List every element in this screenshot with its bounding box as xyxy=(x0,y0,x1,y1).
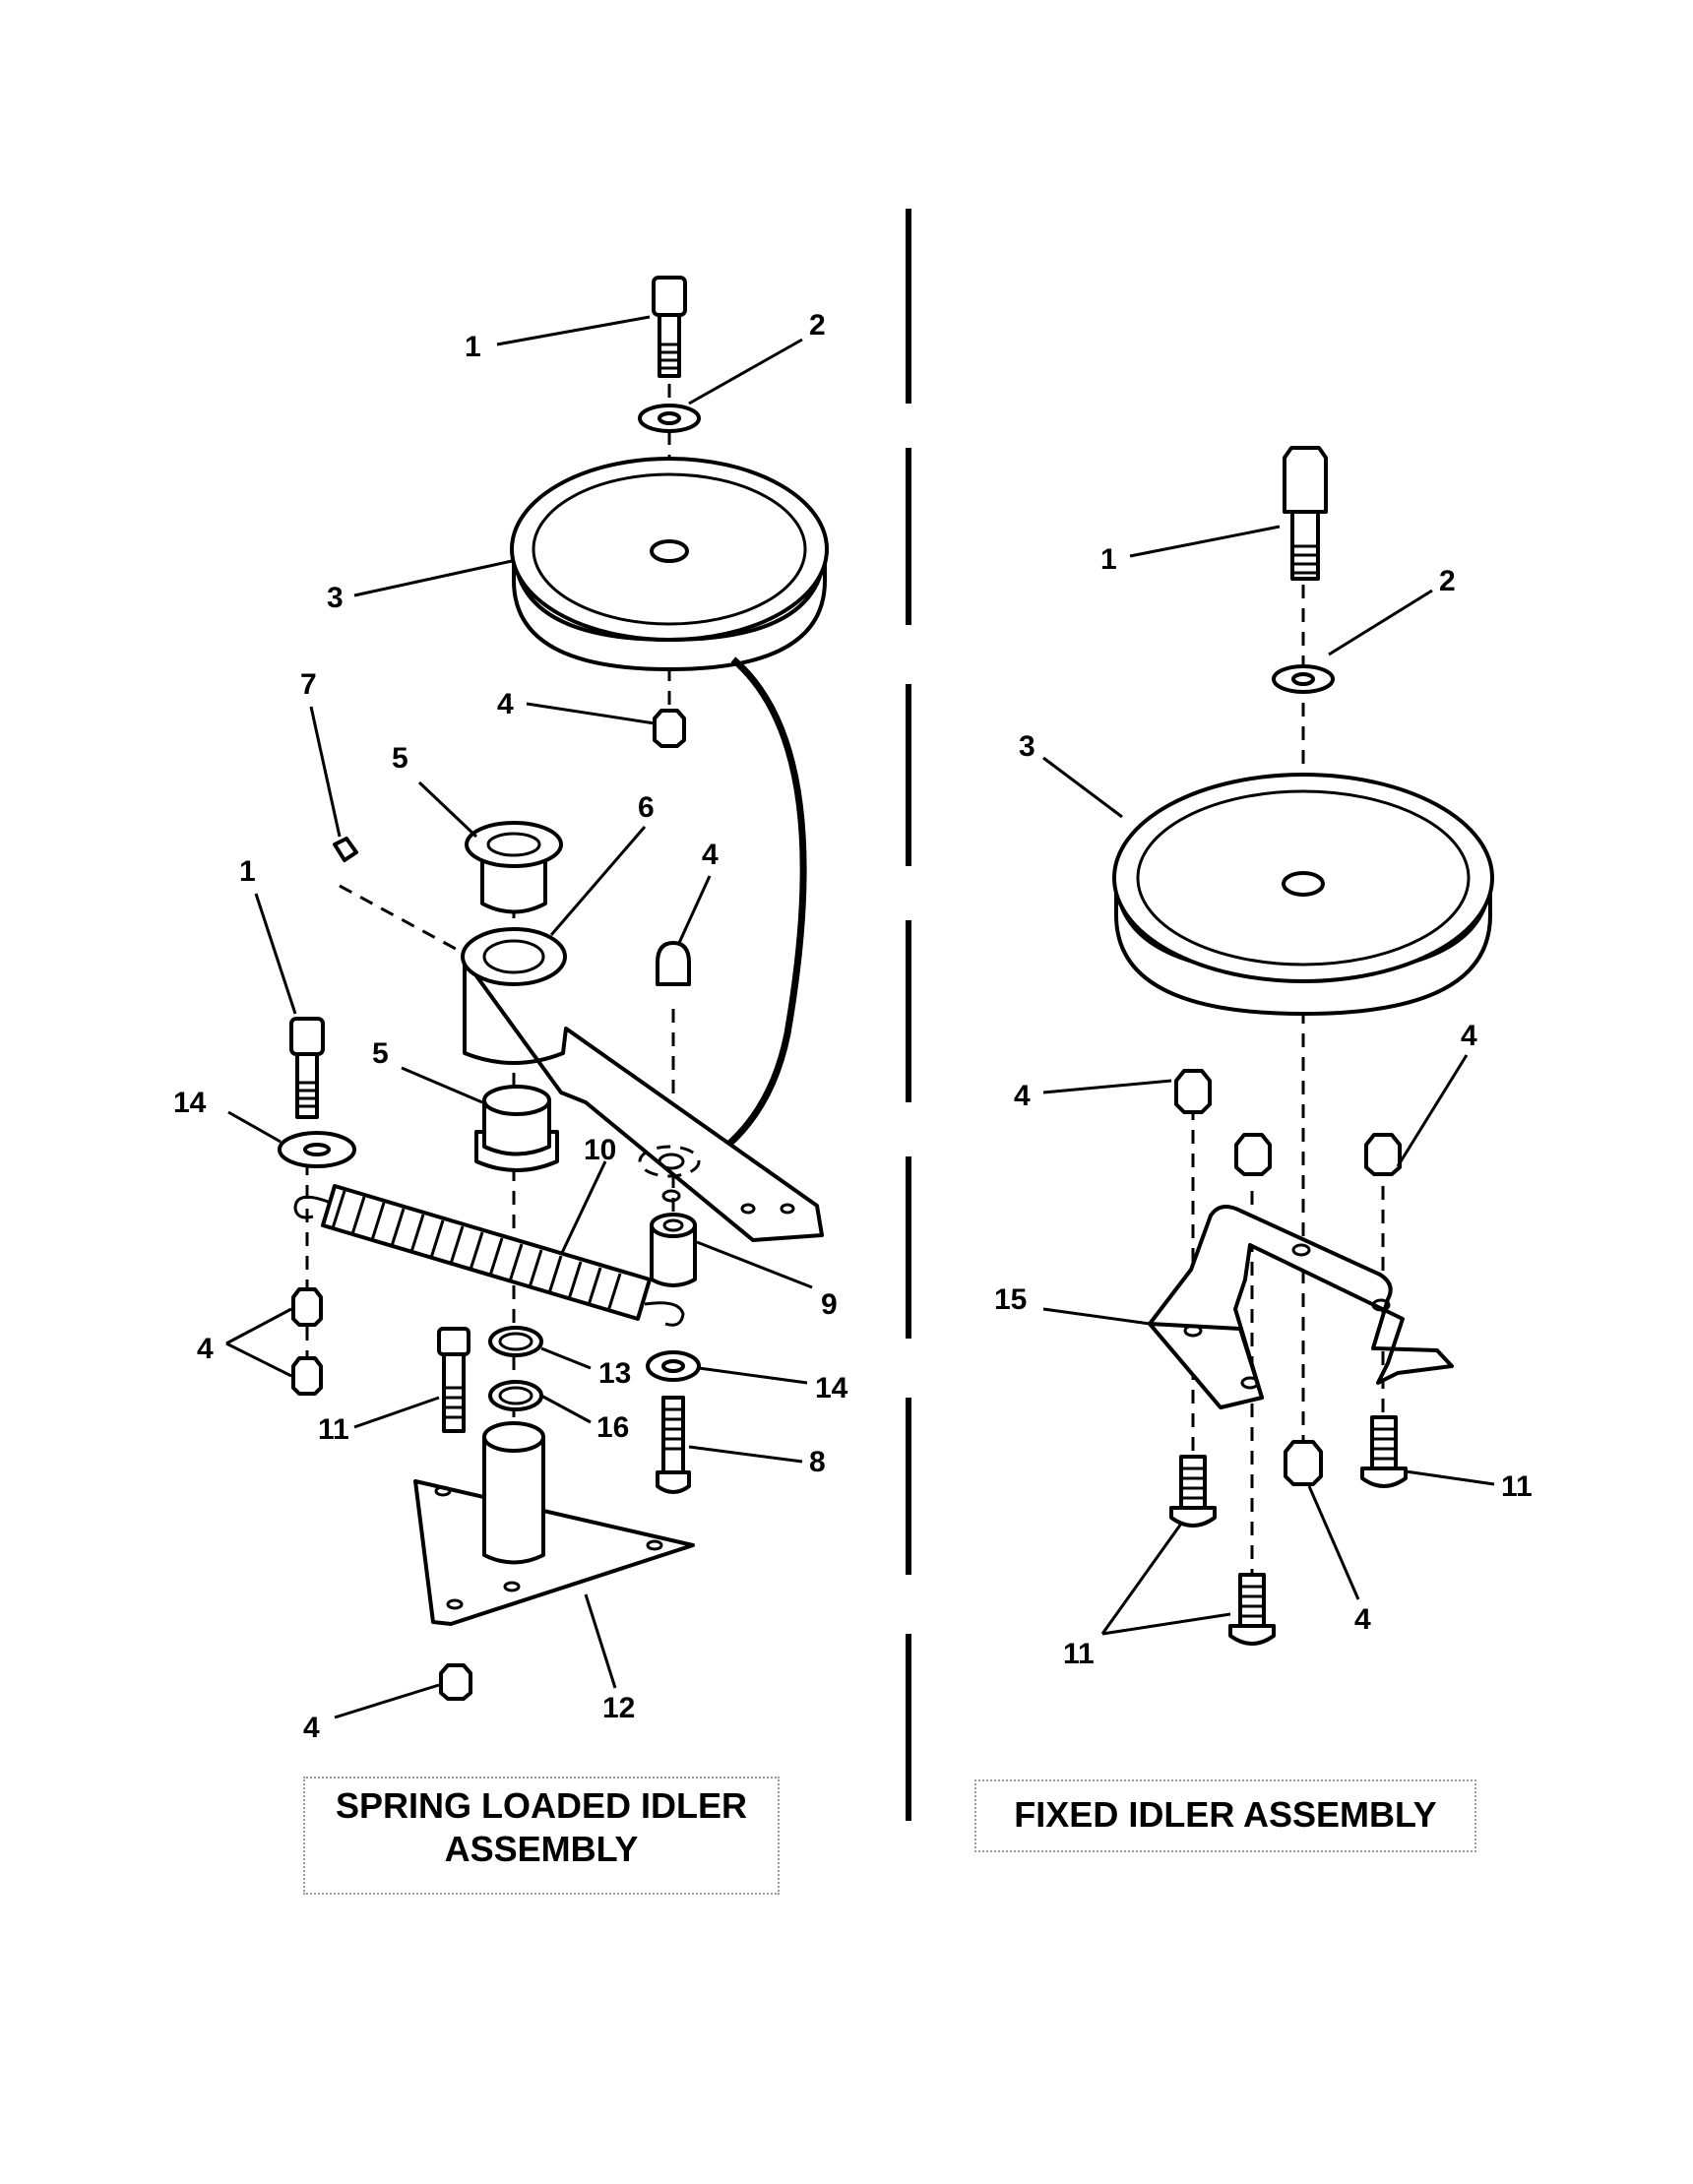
callout-8: 8 xyxy=(809,1446,826,1478)
callout-11: 11 xyxy=(1063,1638,1095,1670)
callout-1: 1 xyxy=(1100,543,1117,576)
callout-9: 9 xyxy=(821,1288,838,1321)
bolt-11-right-b xyxy=(1360,1415,1408,1488)
callout-7: 7 xyxy=(300,668,317,701)
grease-fitting-7 xyxy=(333,837,358,862)
ring-16 xyxy=(488,1380,543,1411)
spacer-9 xyxy=(650,1213,697,1287)
callout-4: 4 xyxy=(497,688,514,720)
spring-loaded-idler-title: SPRING LOADED IDLER ASSEMBLY xyxy=(303,1777,780,1895)
nut-4-left-d xyxy=(439,1663,472,1701)
callout-15: 15 xyxy=(994,1283,1027,1316)
callout-3: 3 xyxy=(327,582,344,614)
assembly-arrow xyxy=(677,656,807,1181)
right-centerlines xyxy=(1191,561,1385,1575)
callout-2: 2 xyxy=(809,309,826,342)
bolt-11-right-c xyxy=(1228,1573,1276,1646)
callout-14: 14 xyxy=(173,1087,207,1119)
callout-2: 2 xyxy=(1439,565,1456,597)
pulley-3-right xyxy=(1112,773,1494,1016)
nut-4-left-b xyxy=(656,941,691,986)
right-callouts: 1 2 3 4 4 15 11 4 11 xyxy=(994,543,1533,1670)
washer-2-right xyxy=(1272,664,1335,694)
callout-12: 12 xyxy=(602,1692,635,1724)
pulley-3-left xyxy=(510,457,829,671)
pivot-bracket-12 xyxy=(413,1421,695,1626)
spring-loaded-title-line1: SPRING LOADED IDLER xyxy=(335,1785,748,1826)
nut-4-right-b xyxy=(1234,1133,1272,1176)
callout-13: 13 xyxy=(598,1357,631,1390)
callout-4: 4 xyxy=(1014,1080,1031,1112)
callout-6: 6 xyxy=(638,791,655,824)
callout-3: 3 xyxy=(1019,730,1035,763)
nut-4-right-a xyxy=(1174,1069,1212,1114)
washer-14-right xyxy=(646,1350,701,1382)
callout-4: 4 xyxy=(1461,1020,1477,1052)
callout-11: 11 xyxy=(318,1413,349,1446)
callout-11: 11 xyxy=(1501,1470,1533,1503)
bolt-1-left xyxy=(652,276,687,378)
right-leader-lines xyxy=(1042,525,1495,1636)
bolt-1-left-lower xyxy=(289,1017,325,1119)
mounting-bracket-15 xyxy=(1148,1205,1454,1409)
ring-13 xyxy=(488,1326,543,1357)
bushing-5-lower xyxy=(474,1085,559,1172)
washer-14-left xyxy=(278,1131,356,1168)
callout-4: 4 xyxy=(1354,1603,1371,1636)
callout-10: 10 xyxy=(584,1134,616,1166)
nut-4-right-d xyxy=(1284,1440,1323,1486)
bolt-11-right-a xyxy=(1169,1455,1217,1528)
callout-14: 14 xyxy=(815,1372,848,1404)
callout-5: 5 xyxy=(392,742,408,775)
callout-5: 5 xyxy=(372,1037,389,1070)
nut-4-left-a xyxy=(653,709,686,748)
bolt-1-right xyxy=(1283,446,1328,581)
callout-4: 4 xyxy=(197,1333,214,1365)
bushing-5-upper xyxy=(465,821,563,914)
callout-1: 1 xyxy=(465,331,481,363)
fixed-idler-title-text: FIXED IDLER ASSEMBLY xyxy=(1014,1794,1437,1835)
callout-4: 4 xyxy=(702,839,719,871)
washer-2-left xyxy=(638,404,701,433)
spring-10 xyxy=(293,1184,685,1327)
spring-loaded-title-line2: ASSEMBLY xyxy=(444,1829,639,1869)
callout-1: 1 xyxy=(239,855,256,888)
callout-4: 4 xyxy=(303,1712,320,1744)
nut-4-right-c xyxy=(1364,1133,1402,1176)
idler-arm-6 xyxy=(461,927,824,1242)
bolt-8 xyxy=(656,1396,691,1494)
fixed-idler-title: FIXED IDLER ASSEMBLY xyxy=(974,1779,1476,1852)
left-callouts: 1 2 3 4 7 5 6 4 1 5 14 10 9 4 13 14 11 1… xyxy=(173,309,848,1744)
nut-4-left-c xyxy=(291,1287,323,1396)
left-leader-lines xyxy=(225,315,813,1719)
callout-16: 16 xyxy=(596,1411,629,1444)
bolt-11-left xyxy=(437,1327,470,1433)
